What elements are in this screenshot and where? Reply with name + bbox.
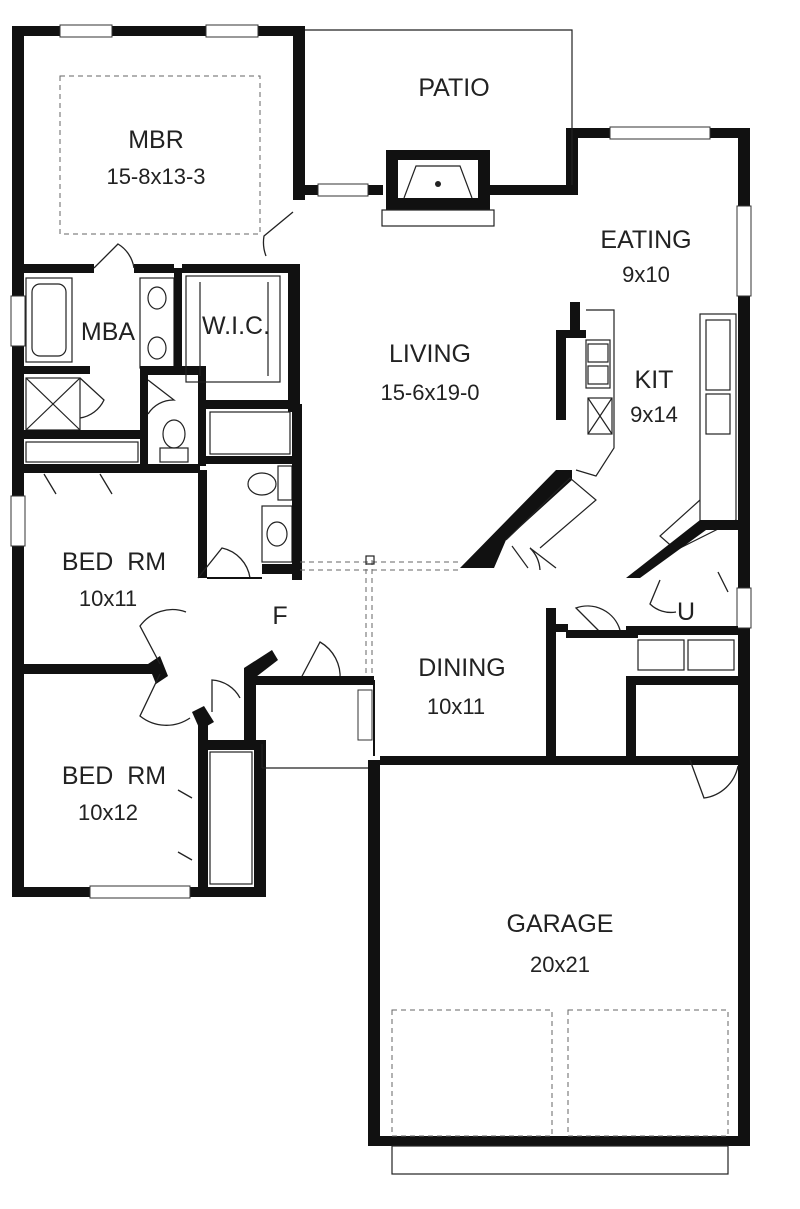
dining-size: 10x11 [427, 694, 485, 719]
foyer-label: F [272, 602, 287, 630]
wic-label: W.I.C. [202, 312, 270, 340]
master-bath [24, 264, 300, 473]
living-size: 15-6x19-0 [380, 380, 479, 405]
foyer [139, 555, 460, 769]
bedroom-2 [177, 720, 258, 890]
patio-label: PATIO [418, 74, 489, 102]
eating-size: 9x10 [622, 262, 670, 287]
bed2-size: 10x12 [78, 800, 138, 825]
living-label: LIVING [389, 340, 471, 368]
bedroom-1 [24, 470, 262, 674]
mbr-label: MBR [128, 126, 184, 154]
bed1-size: 10x11 [79, 586, 137, 611]
utility-room [566, 571, 739, 799]
utility-label: U [677, 598, 695, 626]
kitchen [460, 302, 738, 578]
windows [10, 24, 752, 899]
mbr-size: 15-8x13-3 [106, 164, 205, 189]
room-labels: PATIO MBR 15-8x13-3 MBA W.I.C. LIVING 15… [62, 74, 695, 977]
garage-label: GARAGE [507, 910, 614, 938]
kit-size: 9x14 [630, 402, 678, 427]
hall-bath [206, 404, 302, 580]
garage-size: 20x21 [530, 952, 590, 977]
dining-label: DINING [418, 654, 506, 682]
bed1-label: BED RM [62, 548, 166, 576]
garage [391, 1009, 729, 1175]
mba-label: MBA [81, 318, 136, 346]
fireplace-icon [381, 150, 495, 227]
bed2-label: BED RM [62, 762, 166, 790]
eating-label: EATING [600, 226, 691, 254]
kit-label: KIT [635, 366, 674, 394]
patio [305, 29, 578, 197]
master-bedroom [24, 75, 300, 273]
dining-room [373, 608, 568, 760]
